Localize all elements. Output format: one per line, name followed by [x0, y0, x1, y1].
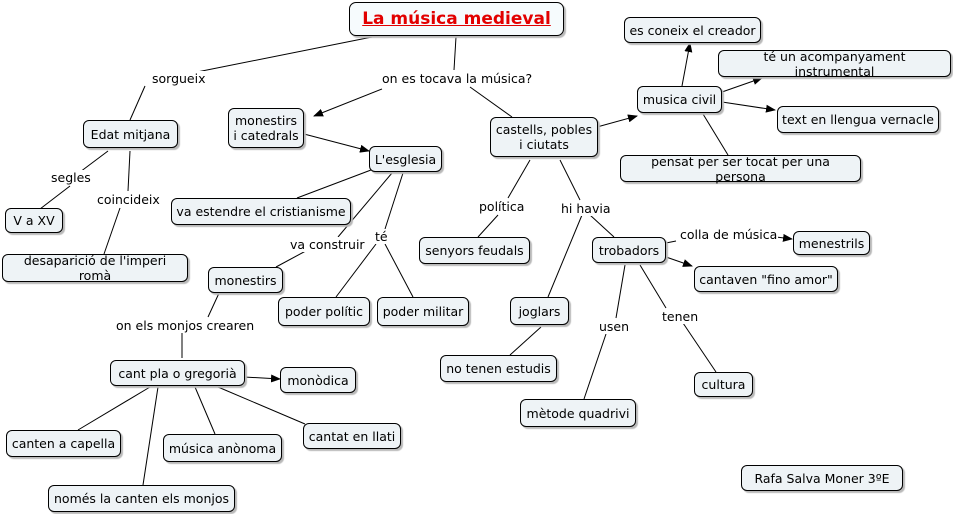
node-cantat-en-llati[interactable]: cantat en llati: [303, 423, 401, 449]
label-sorgueix: sorgueix: [151, 71, 207, 86]
node-cant-pla[interactable]: cant pla o gregorià: [110, 360, 245, 386]
label-va-construir: va construir: [289, 237, 366, 252]
node-v-a-xv[interactable]: V a XV: [5, 208, 63, 233]
node-canten-a-capella[interactable]: canten a capella: [6, 430, 121, 457]
node-nomes-monjos[interactable]: només la canten els monjos: [48, 485, 235, 512]
node-monestirs[interactable]: monestirs: [208, 267, 283, 293]
label-usen: usen: [598, 319, 631, 334]
node-trobadors[interactable]: trobadors: [592, 237, 666, 263]
map-title: La música medieval: [349, 2, 564, 36]
node-fino-amor[interactable]: cantaven "fino amor": [694, 266, 838, 292]
node-musica-civil[interactable]: musica civil: [637, 86, 722, 113]
node-musica-anonoma[interactable]: música anònoma: [163, 434, 282, 462]
node-menestrils[interactable]: menestrils: [793, 231, 870, 255]
node-una-persona[interactable]: pensat per ser tocat per una persona: [620, 154, 861, 184]
label-tenen: tenen: [661, 309, 700, 324]
label-politica: política: [478, 199, 526, 214]
label-coincideix: coincideix: [96, 192, 161, 207]
node-llengua-vernacle[interactable]: text en llengua vernacle: [777, 106, 939, 133]
node-monestirs-catedrals[interactable]: monestirs i catedrals: [228, 108, 304, 148]
node-castells[interactable]: castells, pobles i ciutats: [490, 117, 598, 157]
label-on-els-monjos: on els monjos crearen: [115, 318, 256, 333]
node-no-tenen-estudis[interactable]: no tenen estudis: [440, 355, 557, 382]
node-esglesia[interactable]: L'esglesia: [369, 146, 442, 172]
label-segles: segles: [50, 170, 92, 185]
node-senyors-feudals[interactable]: senyors feudals: [419, 237, 530, 264]
node-edat-mitjana[interactable]: Edat mitjana: [83, 120, 178, 148]
node-cultura[interactable]: cultura: [694, 372, 753, 397]
node-es-coneix-creador[interactable]: es coneix el creador: [624, 17, 761, 43]
label-colla-de-musica: colla de música: [679, 227, 779, 242]
node-desaparicio[interactable]: desaparició de l'imperi romà: [2, 253, 188, 283]
node-joglars[interactable]: joglars: [510, 297, 569, 325]
node-metode-quadrivi[interactable]: mètode quadrivi: [520, 399, 636, 427]
label-on-es-tocava: on es tocava la música?: [381, 71, 534, 86]
label-hi-havia: hi havia: [560, 201, 612, 216]
label-te: té: [374, 229, 389, 244]
node-poder-politic[interactable]: poder polític: [278, 297, 370, 326]
node-estendre-cristianisme[interactable]: va estendre el cristianisme: [171, 198, 351, 225]
author-caption: Rafa Salva Moner 3ºE: [741, 465, 903, 491]
node-monodica[interactable]: monòdica: [280, 367, 356, 393]
node-acompanyament[interactable]: té un acompanyament instrumental: [718, 49, 951, 79]
node-poder-militar[interactable]: poder militar: [377, 297, 469, 326]
